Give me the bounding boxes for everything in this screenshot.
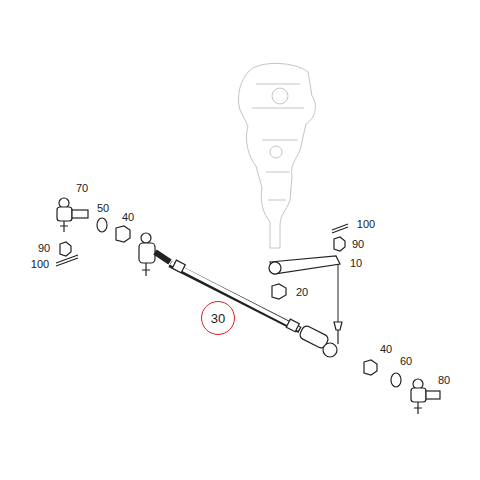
callout-number: 70 xyxy=(76,183,88,194)
pitman-arm-10 xyxy=(269,256,342,330)
callout-number: 60 xyxy=(400,356,412,367)
ball-joint-70 xyxy=(57,198,88,232)
callout-number: 30 xyxy=(211,312,225,325)
steering-gearbox xyxy=(238,63,315,248)
callout-number: 90 xyxy=(38,243,50,254)
callout-number: 100 xyxy=(31,259,49,270)
callout-number: 40 xyxy=(380,344,392,355)
highlight-circle: 30 xyxy=(201,301,235,335)
nut-40 xyxy=(364,360,377,375)
cotter-pin-100 xyxy=(56,255,78,266)
callout-number: 10 xyxy=(350,258,362,269)
cotter-pin-100 xyxy=(332,224,348,233)
washer-60 xyxy=(391,373,401,387)
nut-20 xyxy=(272,284,286,299)
callout-number: 40 xyxy=(122,212,134,223)
tie-rod-30 xyxy=(139,233,338,357)
washer-50 xyxy=(97,218,107,232)
callout-number: 100 xyxy=(357,219,375,230)
nut-40 xyxy=(116,226,130,242)
ball-joint-80 xyxy=(411,379,440,414)
callout-number: 90 xyxy=(352,239,364,250)
callout-number: 80 xyxy=(438,375,450,386)
callout-number: 50 xyxy=(97,203,109,214)
callout-number: 20 xyxy=(296,287,308,298)
nut-90 xyxy=(60,242,71,256)
nut-90 xyxy=(334,237,345,251)
